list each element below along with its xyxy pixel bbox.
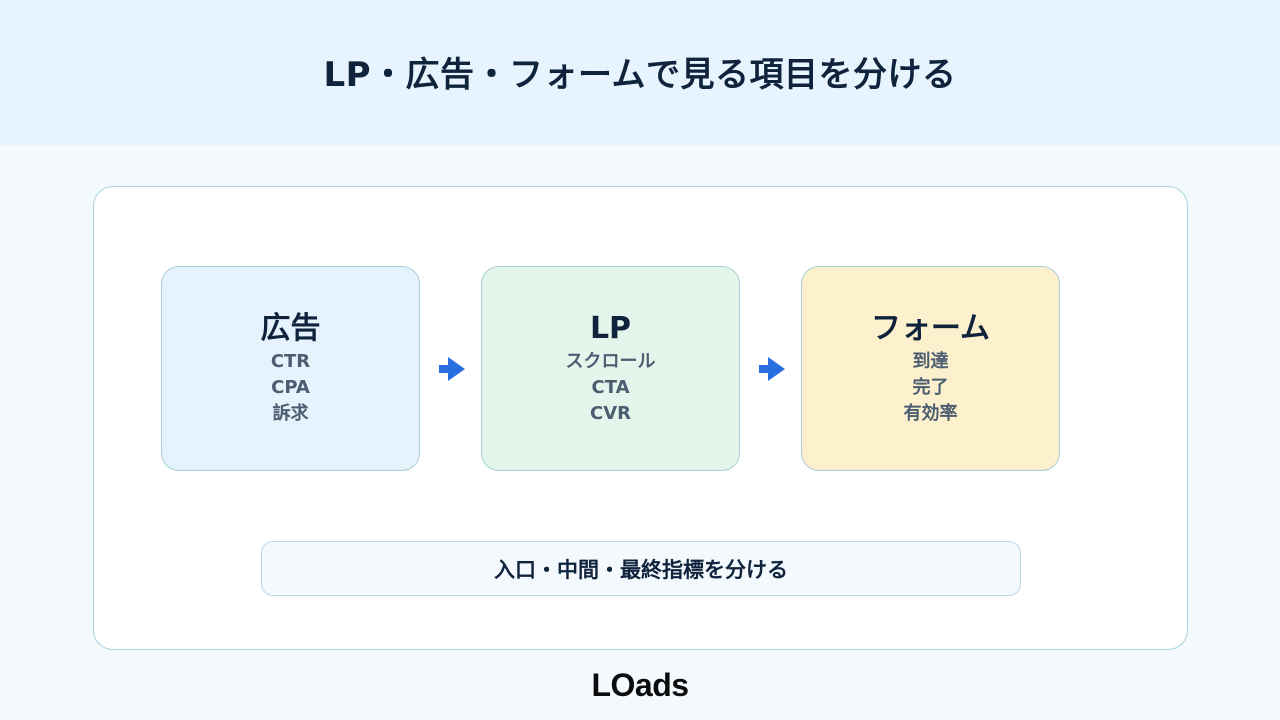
diagram-panel: 広告 CTR CPA 訴求 LP スクロール CTA CVR フォーム 到達 完…	[93, 186, 1188, 650]
arrow-right-icon	[759, 357, 785, 381]
card-lp-metric-2: CTA	[591, 376, 630, 398]
arrow-right-icon	[439, 357, 465, 381]
card-ad-metric-1: CTR	[270, 350, 311, 372]
page-title: LP・広告・フォームで見る項目を分ける	[323, 55, 957, 95]
card-form: フォーム 到達 完了 有効率	[801, 266, 1060, 471]
card-lp-metric-3: CVR	[589, 402, 631, 424]
card-lp: LP スクロール CTA CVR	[481, 266, 740, 471]
card-form-metric-1: 到達	[912, 350, 949, 372]
card-ad-metric-3: 訴求	[272, 402, 309, 424]
card-form-metric-3: 有効率	[903, 402, 958, 424]
summary-bar: 入口・中間・最終指標を分ける	[261, 541, 1021, 596]
card-form-metric-2: 完了	[912, 376, 949, 398]
card-ad-metric-2: CPA	[271, 376, 310, 398]
logo-text: LOads	[591, 666, 689, 703]
card-ad-title: 広告	[260, 310, 321, 346]
card-form-title: フォーム	[870, 310, 991, 346]
card-lp-title: LP	[589, 310, 632, 346]
summary-text: 入口・中間・最終指標を分ける	[494, 557, 788, 582]
card-ad: 広告 CTR CPA 訴求	[161, 266, 420, 471]
header-banner: LP・広告・フォームで見る項目を分ける	[0, 0, 1280, 145]
card-lp-metric-1: スクロール	[565, 350, 656, 372]
brand-logo: LOads	[0, 663, 1280, 707]
